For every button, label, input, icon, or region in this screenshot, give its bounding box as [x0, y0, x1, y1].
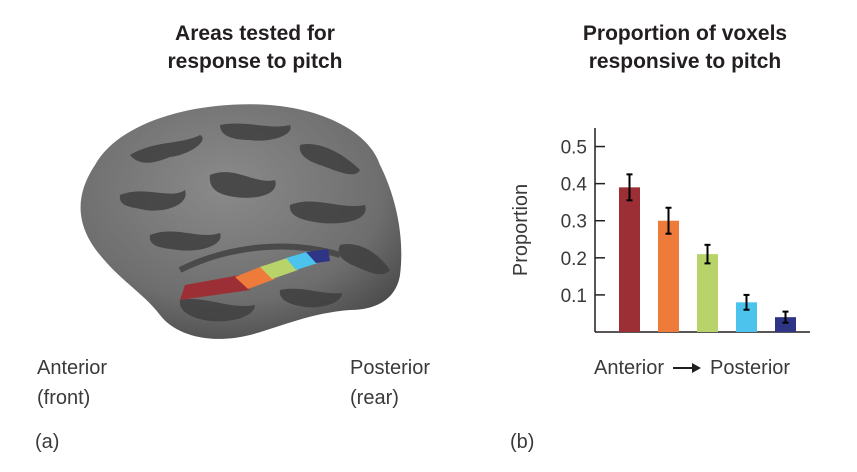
anterior-label-line1: Anterior [37, 357, 108, 379]
y-tick-label: 0.1 [561, 286, 587, 307]
chart-title-line2: responsive to pitch [588, 50, 782, 73]
brain-sulci-pattern [119, 123, 390, 322]
region-band-5 [306, 249, 330, 263]
chart-title: Proportion of voxels responsive to pitch [520, 20, 850, 76]
brain-panel-title: Areas tested for response to pitch [95, 20, 415, 76]
pitch-region-bands [180, 249, 330, 300]
region-band-1 [180, 275, 250, 300]
panel-b-label: (b) [510, 431, 535, 453]
bar [619, 187, 640, 332]
bar [697, 254, 718, 332]
y-tick-label: 0.4 [561, 175, 588, 196]
arrow-right-icon [673, 363, 702, 373]
panel-a-label: (a) [35, 431, 60, 453]
region-band-3 [260, 257, 298, 279]
bar [736, 302, 757, 332]
anterior-label: Anterior (front) [37, 353, 107, 413]
anterior-label-line2: (front) [37, 387, 91, 409]
chart-title-line1: Proportion of voxels [582, 22, 788, 45]
x-axis-left-label: Anterior [594, 357, 665, 379]
brain-title-line1: Areas tested for [175, 22, 335, 45]
y-tick-label: 0.5 [561, 138, 587, 159]
y-tick-label: 0.2 [561, 249, 587, 270]
x-axis-right-label: Posterior [710, 357, 791, 379]
posterior-label-line2: (rear) [350, 387, 399, 409]
x-axis-direction: Anterior Posterior [594, 353, 790, 383]
brain-surface-image [80, 104, 402, 339]
bar [775, 317, 796, 332]
y-axis-label: Proportion [510, 184, 532, 276]
posterior-label: Posterior (rear) [350, 353, 430, 413]
bar [658, 220, 679, 332]
posterior-label-line1: Posterior [350, 357, 431, 379]
brain-title-line2: response to pitch [167, 50, 343, 73]
y-tick-label: 0.3 [561, 212, 587, 233]
